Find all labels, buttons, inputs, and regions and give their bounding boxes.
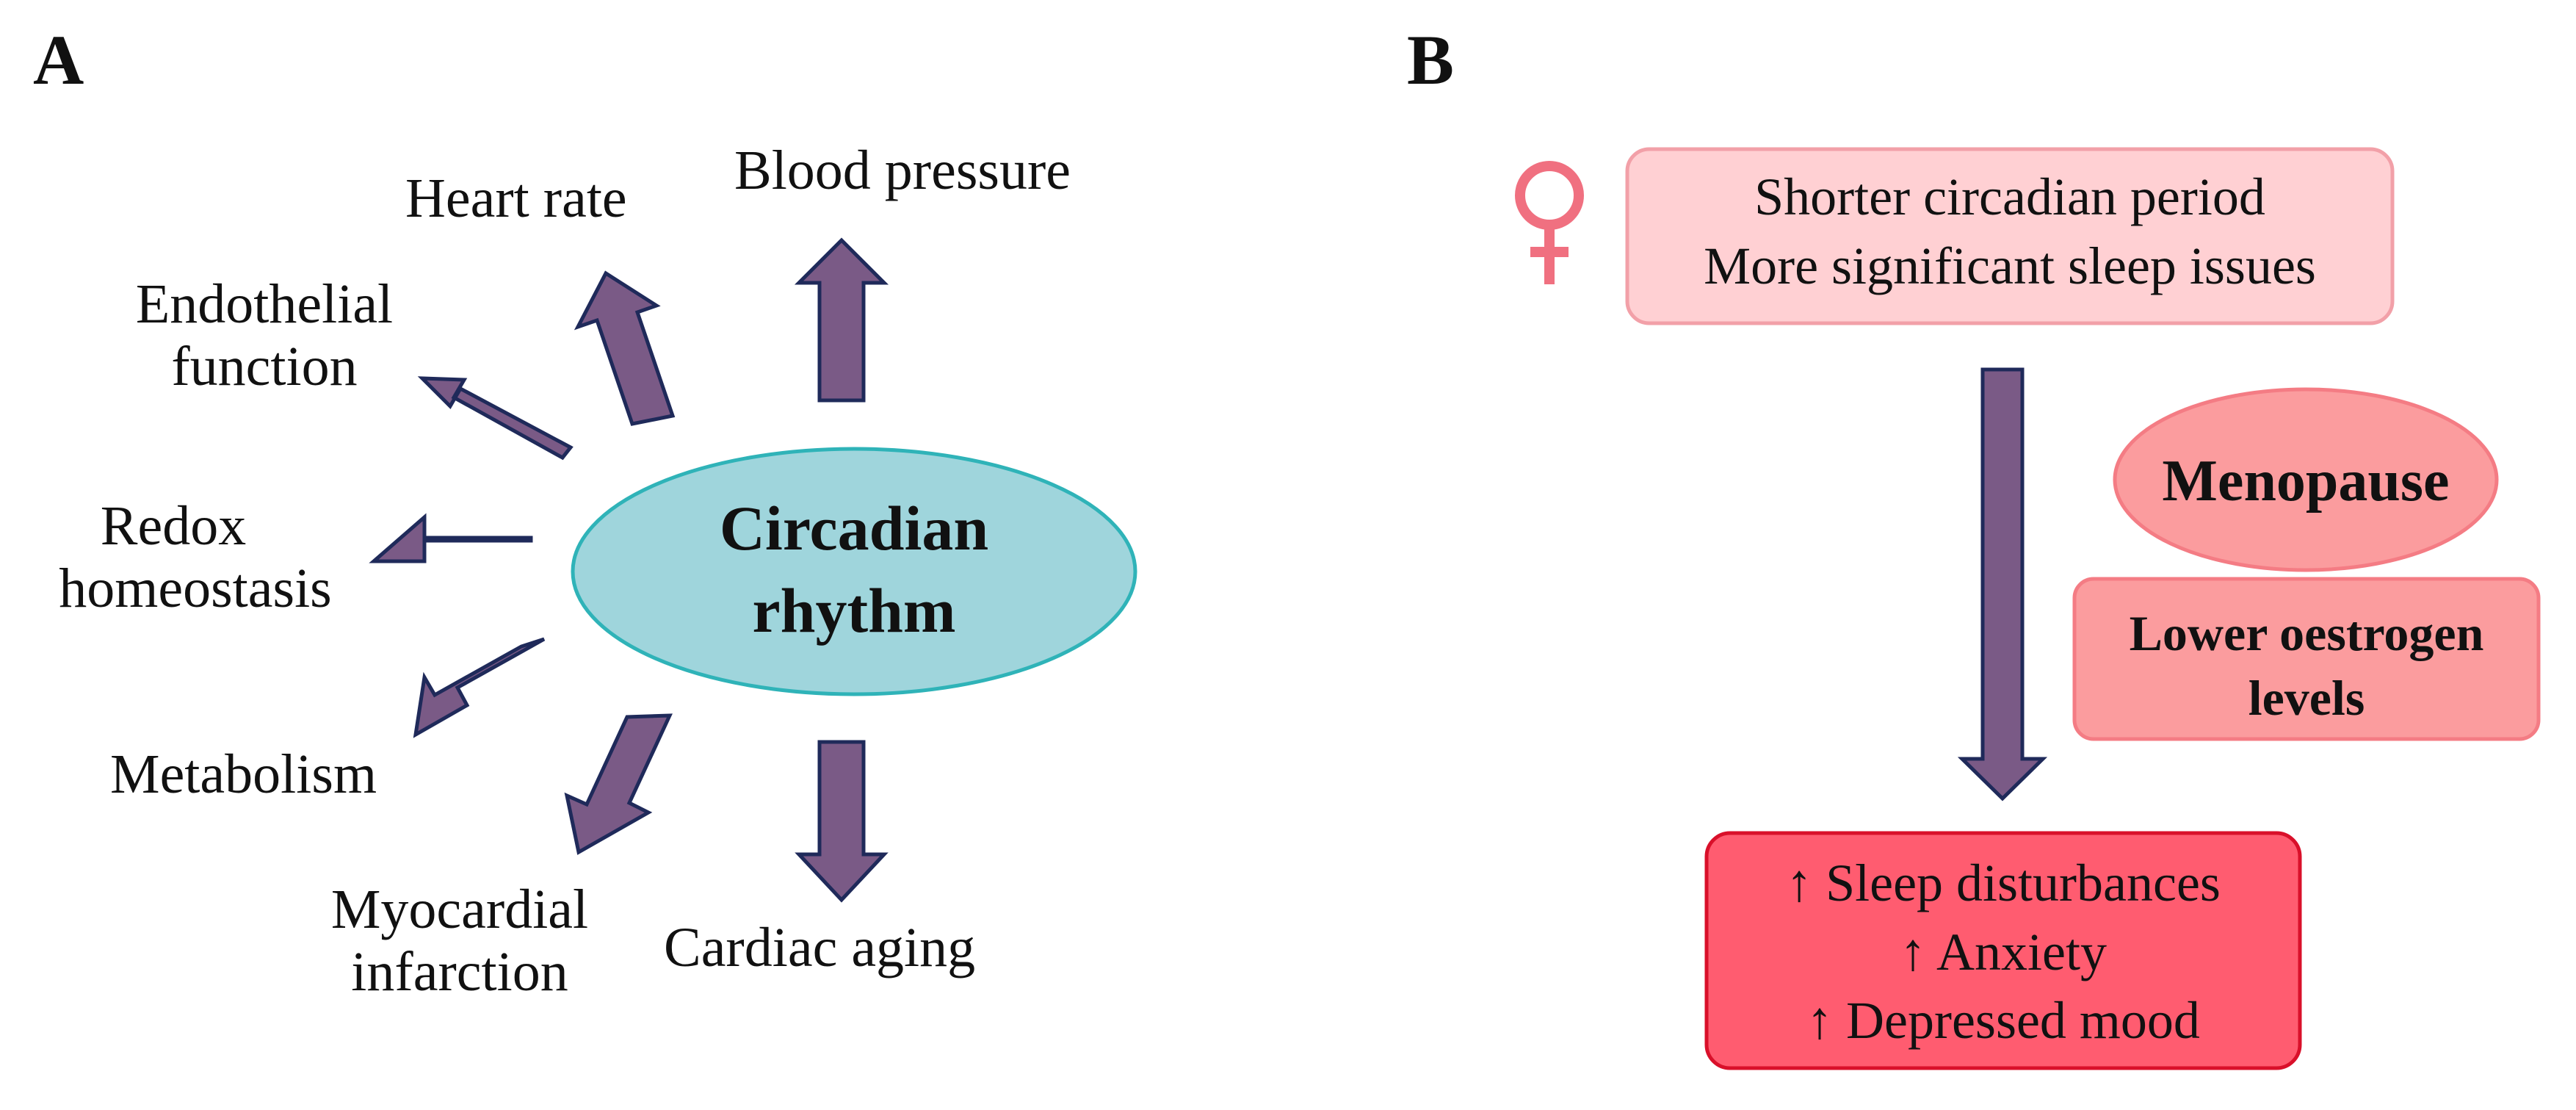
- label-myocardial-line2: infarction: [351, 941, 568, 1003]
- top-box-line2: More significant sleep issues: [1704, 236, 2316, 295]
- oestrogen-text: Lower oestrogen levels: [2074, 601, 2539, 731]
- label-endothelial-line2: function: [171, 336, 358, 398]
- label-redox-line1: Redox: [100, 495, 247, 557]
- label-myocardial-line1: Myocardial: [330, 879, 589, 940]
- top-info-box: [1625, 147, 2395, 325]
- label-endothelial-line1: Endothelial: [135, 273, 394, 335]
- circadian-rhythm-title: Circadian rhythm: [634, 488, 1074, 652]
- arrow-to-redox-homeostasis: [369, 513, 533, 563]
- panel-b-label: B: [1407, 21, 1455, 99]
- circadian-rhythm-ellipse: [571, 447, 1137, 696]
- oestrogen-line2: levels: [2248, 670, 2365, 727]
- panel-a-label: A: [33, 21, 84, 99]
- top-box-line1: Shorter circadian period: [1754, 167, 2265, 226]
- outcome-anxiety: ↑ Anxiety: [1900, 922, 2107, 981]
- center-line2: rhythm: [752, 574, 956, 646]
- label-myocardial-infarction: Myocardial infarction: [305, 879, 614, 1003]
- label-heart-rate: Heart rate: [405, 167, 627, 229]
- label-redox-line2: homeostasis: [59, 558, 332, 620]
- center-line1: Circadian: [719, 493, 989, 563]
- menopause-ellipse: [2113, 387, 2499, 572]
- down-arrow: [1957, 367, 2048, 801]
- arrow-to-metabolism: [413, 637, 546, 738]
- oestrogen-line1: Lower oestrogen: [2129, 605, 2484, 661]
- arrow-to-endothelial-function: [417, 376, 574, 461]
- arrow-to-blood-pressure: [794, 237, 889, 403]
- female-symbol-icon: [1515, 161, 1584, 284]
- outcome-box: [1704, 831, 2302, 1070]
- arrow-to-myocardial-infarction: [564, 713, 673, 855]
- top-box-text: Shorter circadian period More significan…: [1627, 163, 2392, 300]
- outcome-text: ↑ Sleep disturbances ↑ Anxiety ↑ Depress…: [1707, 849, 2300, 1056]
- label-endothelial-function: Endothelial function: [117, 273, 411, 398]
- outcome-sleep: ↑ Sleep disturbances: [1786, 854, 2221, 912]
- outcome-mood: ↑ Depressed mood: [1806, 991, 2200, 1050]
- arrow-to-heart-rate: [574, 270, 676, 426]
- label-blood-pressure: Blood pressure: [734, 140, 1071, 201]
- label-metabolism: Metabolism: [110, 743, 377, 805]
- label-cardiac-aging: Cardiac aging: [664, 917, 976, 979]
- label-redox-homeostasis: Redox homeostasis: [41, 495, 350, 620]
- menopause-label: Menopause: [2162, 449, 2450, 513]
- oestrogen-box: [2072, 577, 2541, 741]
- arrow-to-cardiac-aging: [795, 740, 889, 903]
